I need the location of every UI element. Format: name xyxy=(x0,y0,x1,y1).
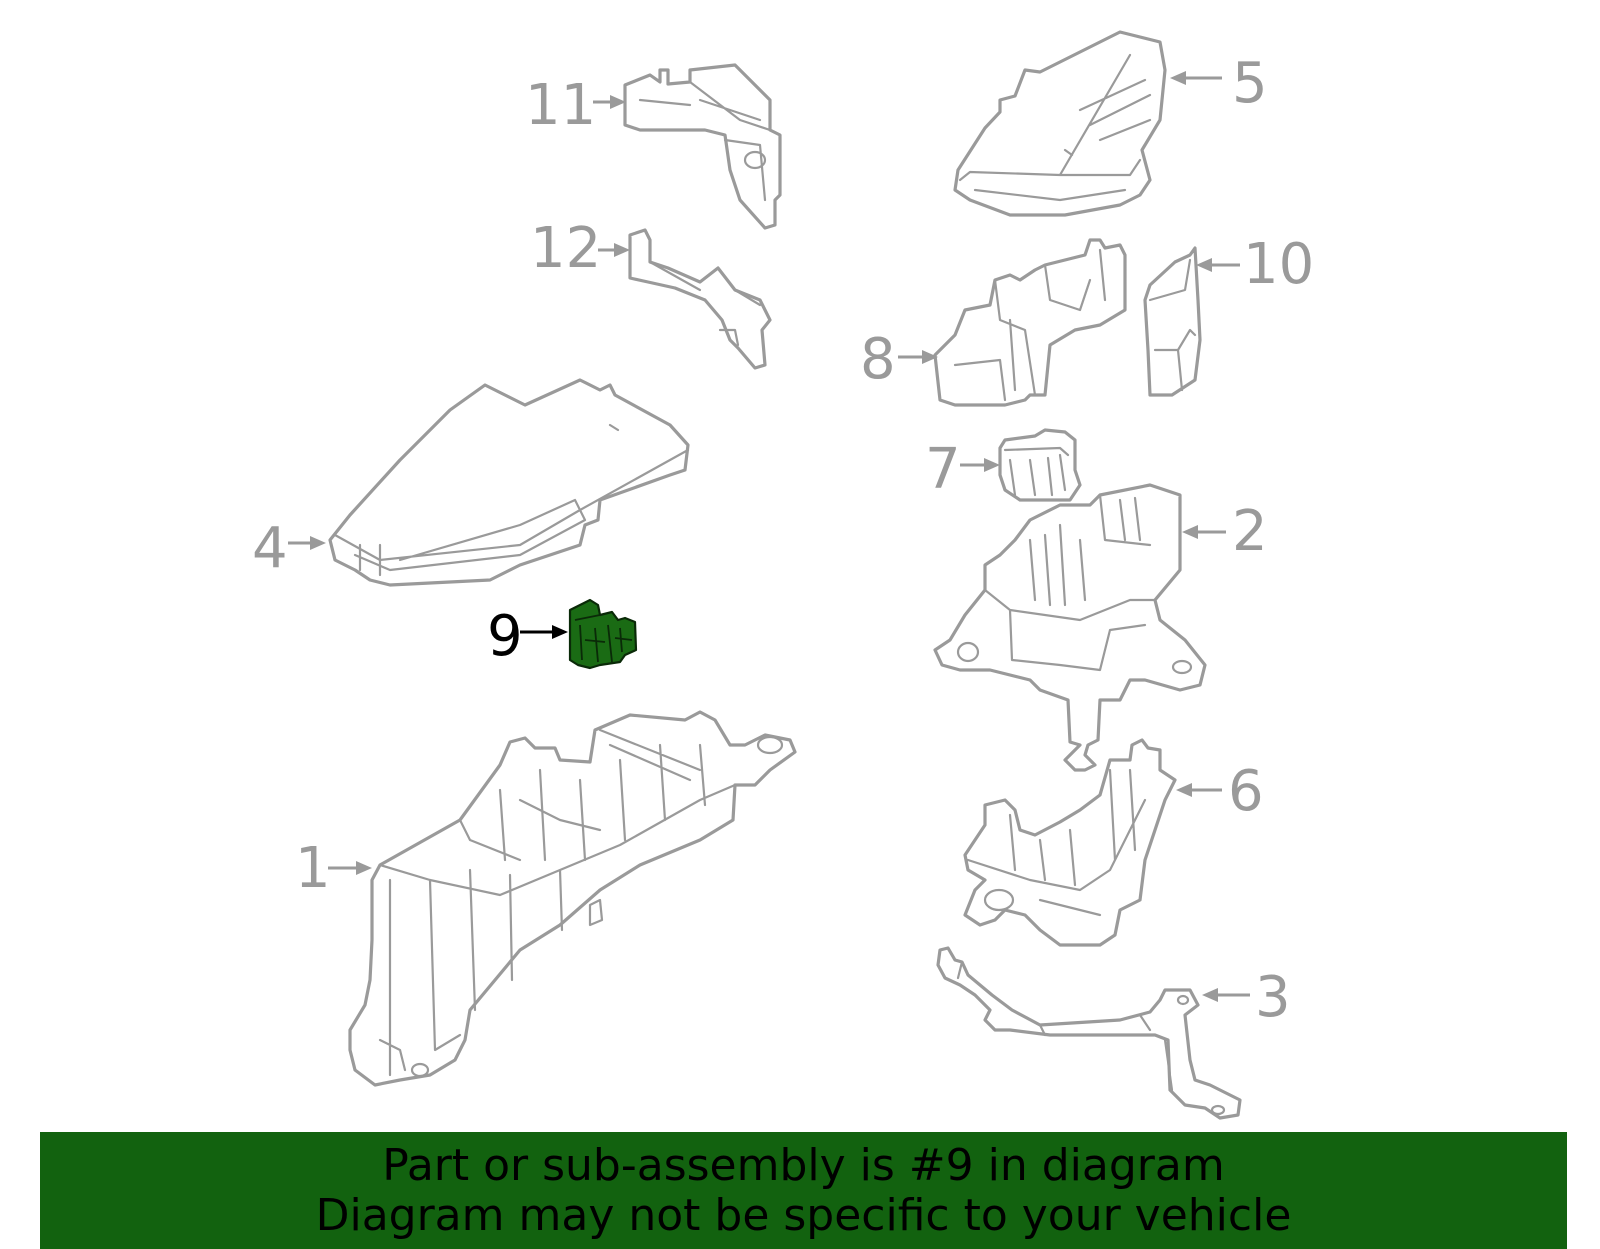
callout-3: 3 xyxy=(1202,965,1291,1030)
svg-text:6: 6 xyxy=(1228,759,1264,824)
svg-text:10: 10 xyxy=(1243,232,1314,297)
part-7-relay[interactable] xyxy=(998,428,1082,502)
part-4-cover[interactable] xyxy=(328,378,690,587)
part-2-fuse-block[interactable] xyxy=(933,483,1207,772)
svg-text:1: 1 xyxy=(295,836,331,901)
callout-5: 5 xyxy=(1170,51,1268,116)
banner-line-2: Diagram may not be specific to your vehi… xyxy=(315,1189,1292,1241)
callout-11: 11 xyxy=(525,73,626,138)
svg-text:9: 9 xyxy=(487,604,523,669)
part-6-holder[interactable] xyxy=(963,738,1177,947)
part-5-cover[interactable] xyxy=(953,30,1167,217)
svg-text:12: 12 xyxy=(530,216,601,281)
part-10-connector[interactable] xyxy=(1143,246,1202,397)
info-banner: Part or sub-assembly is #9 in diagram Di… xyxy=(40,1132,1567,1249)
part-11-bracket[interactable] xyxy=(623,63,782,230)
callout-8: 8 xyxy=(860,327,938,392)
part-1-main-box[interactable] xyxy=(348,710,797,1087)
parts-diagram: 11 12 5 10 8 4 7 2 9 xyxy=(252,30,1314,1120)
banner-line-1: Part or sub-assembly is #9 in diagram xyxy=(382,1139,1225,1191)
svg-text:3: 3 xyxy=(1255,965,1291,1030)
part-8-relay-block[interactable] xyxy=(933,238,1127,407)
callout-10: 10 xyxy=(1196,232,1314,297)
part-12-bracket[interactable] xyxy=(628,228,772,370)
callout-7: 7 xyxy=(925,437,1000,502)
svg-text:5: 5 xyxy=(1232,51,1268,116)
callout-9: 9 xyxy=(487,604,568,669)
svg-text:2: 2 xyxy=(1232,499,1268,564)
svg-text:4: 4 xyxy=(252,516,288,581)
svg-text:11: 11 xyxy=(525,73,596,138)
callout-1: 1 xyxy=(295,836,372,901)
callout-12: 12 xyxy=(530,216,630,281)
callout-2: 2 xyxy=(1182,499,1268,564)
callout-6: 6 xyxy=(1176,759,1264,824)
part-9-highlighted[interactable] xyxy=(568,598,638,670)
svg-text:8: 8 xyxy=(860,327,896,392)
callout-4: 4 xyxy=(252,516,326,581)
part-3-bracket[interactable] xyxy=(936,946,1242,1120)
svg-text:7: 7 xyxy=(925,437,961,502)
